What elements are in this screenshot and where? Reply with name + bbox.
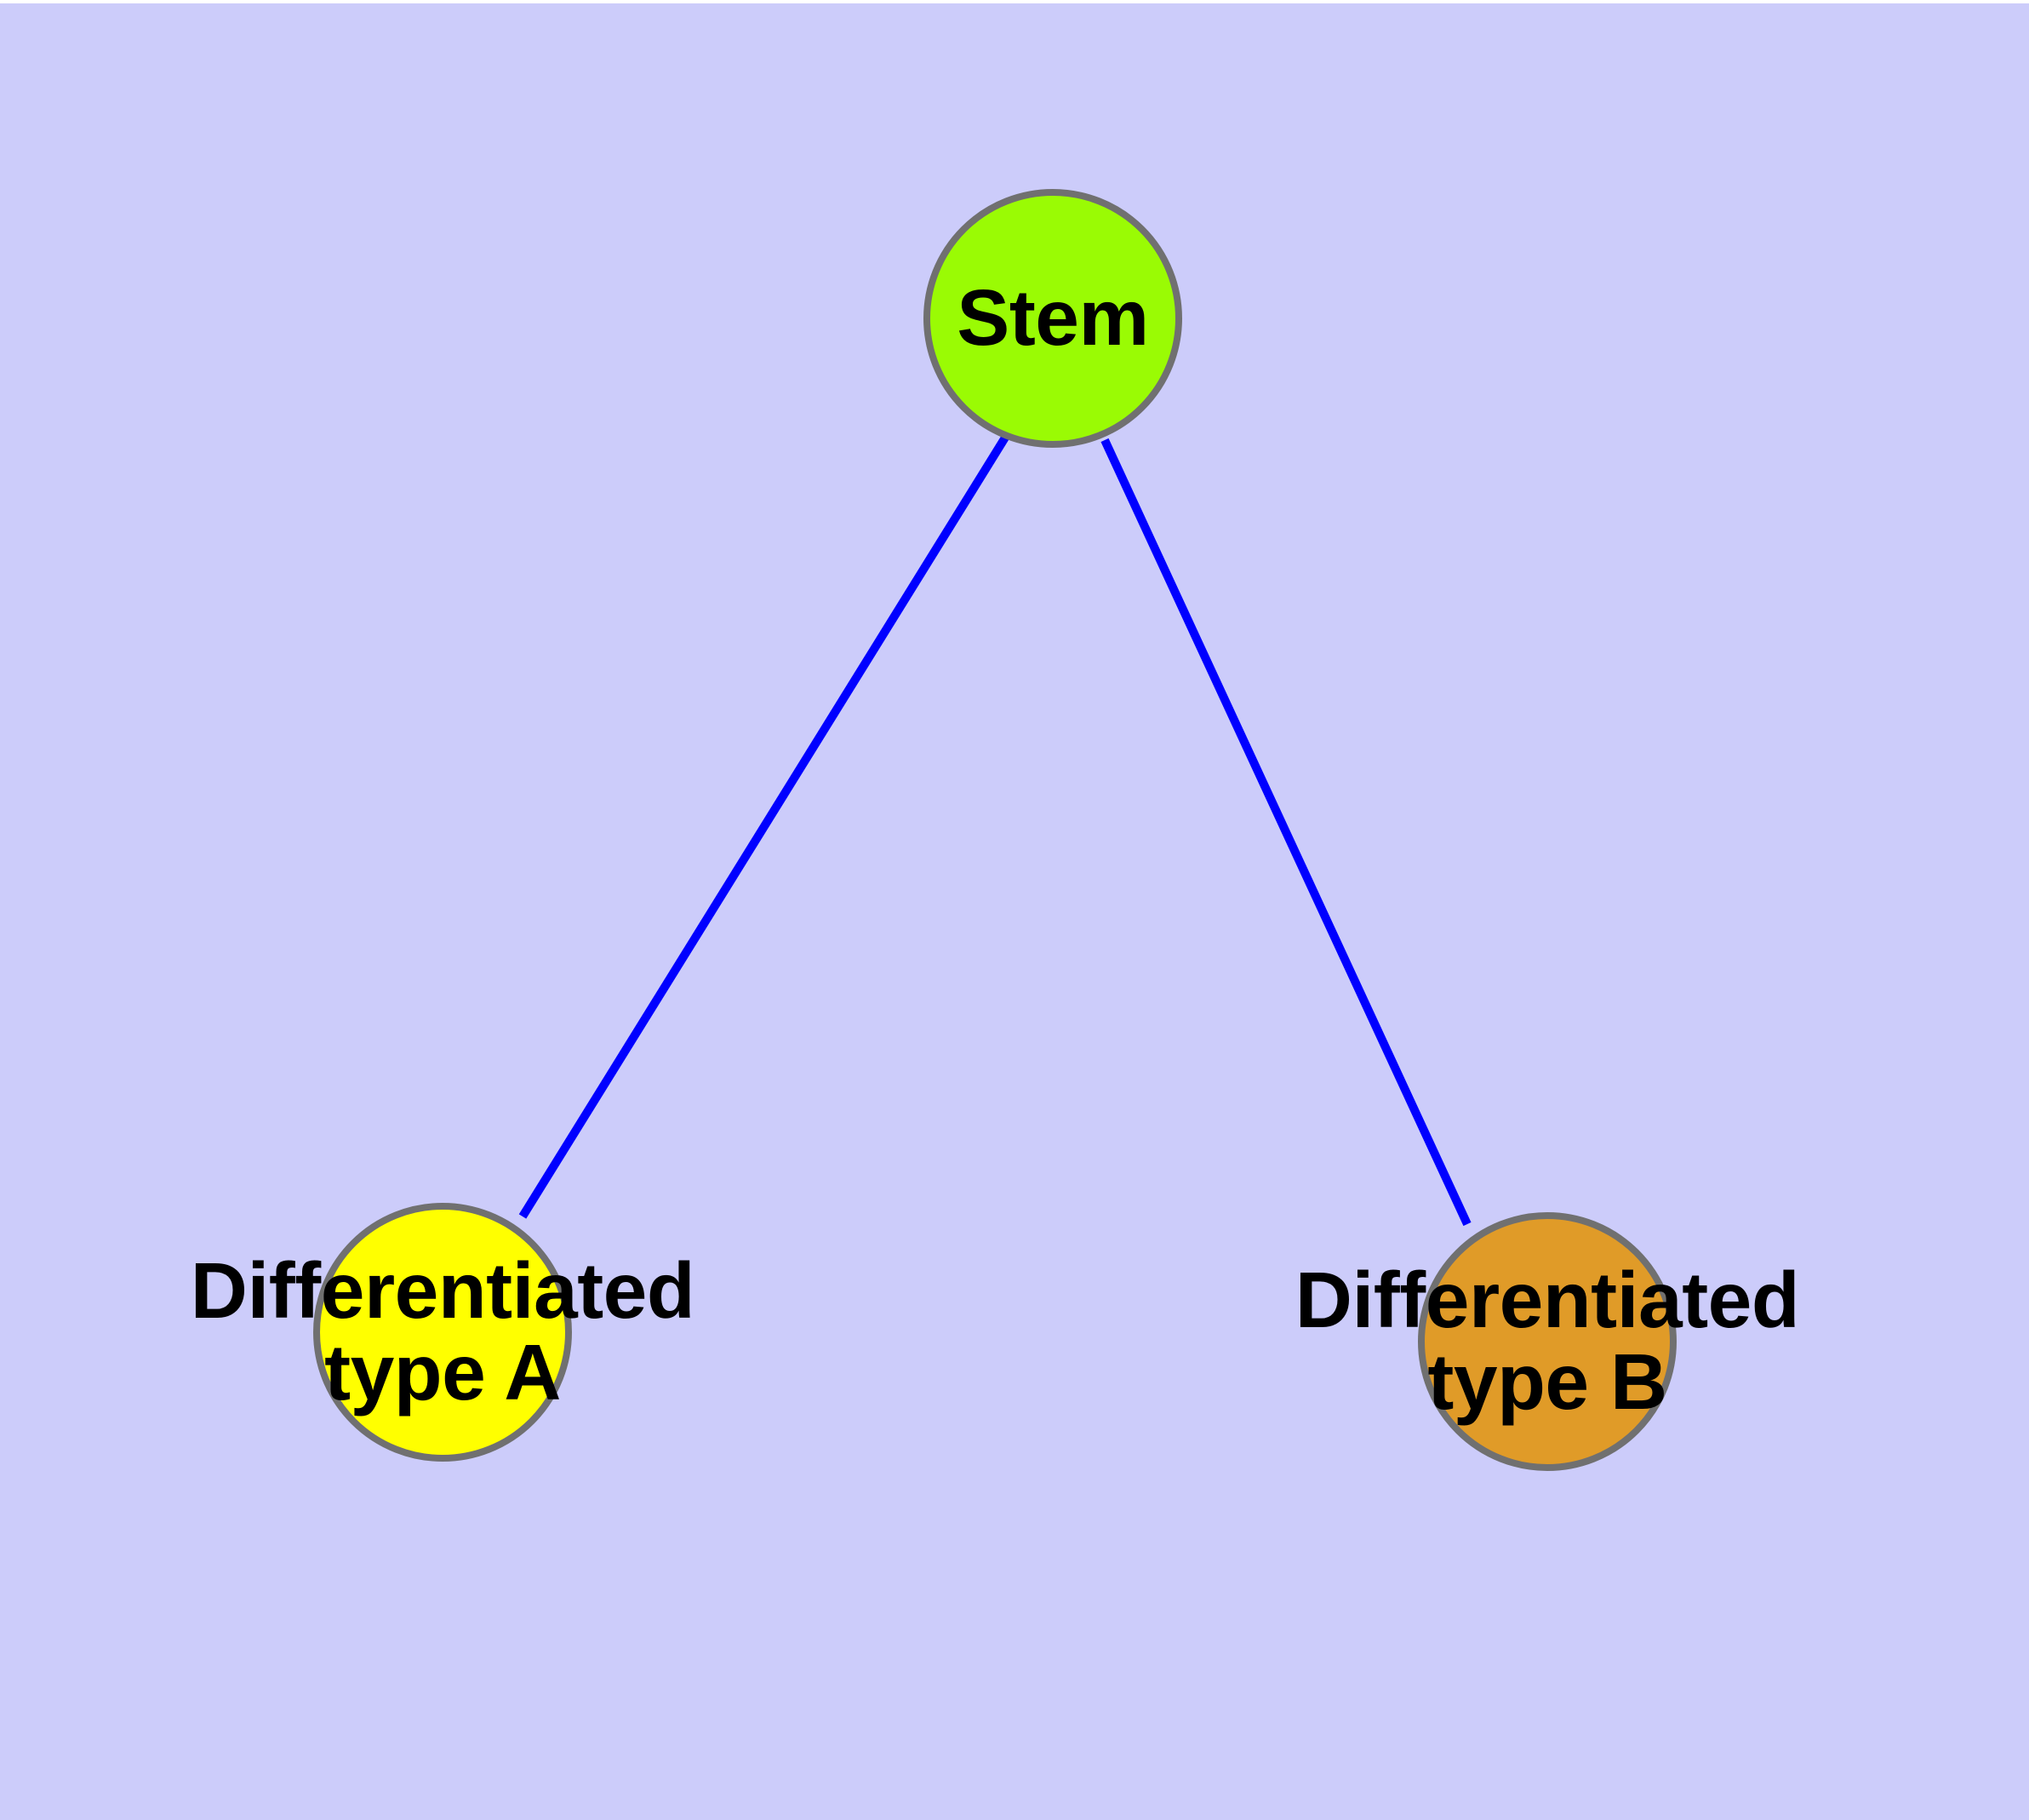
- edge-stem-to-differentiated-type-b[interactable]: [1100, 438, 1472, 1227]
- node-layer: [313, 189, 1677, 1471]
- node-differentiated-type-a[interactable]: [313, 1203, 572, 1462]
- edge-layer: [518, 435, 1472, 1227]
- node-differentiated-type-b[interactable]: [1418, 1212, 1677, 1471]
- node-stem[interactable]: [923, 189, 1182, 448]
- edge-stem-to-differentiated-type-a[interactable]: [518, 435, 1009, 1219]
